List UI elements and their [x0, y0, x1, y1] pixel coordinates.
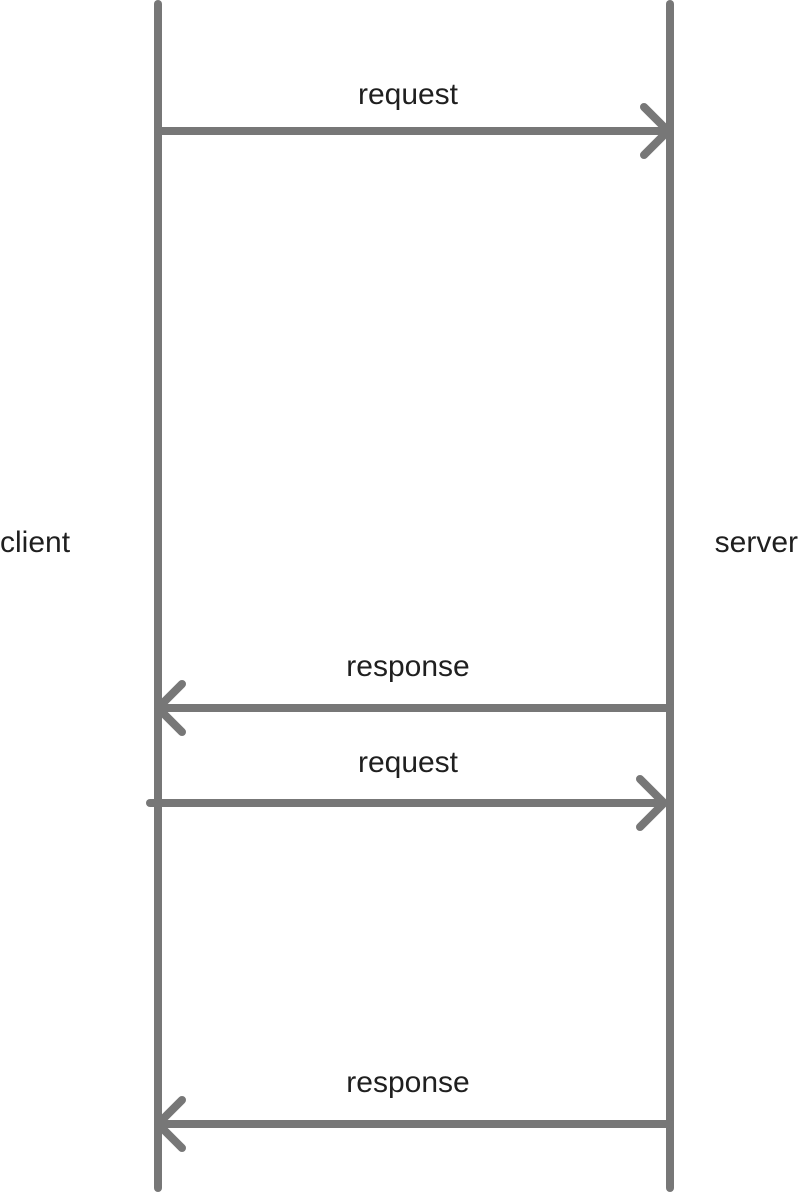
message-4-label: response — [346, 1066, 469, 1099]
message-3-label: request — [358, 746, 459, 779]
client-label: client — [0, 526, 71, 559]
message-4-arrowhead-icon — [154, 1096, 186, 1152]
message-1-label: request — [358, 78, 459, 111]
message-4: response — [154, 1066, 674, 1152]
message-2-arrowhead-icon — [154, 680, 186, 736]
message-2-label: response — [346, 650, 469, 683]
message-1-arrowhead-icon — [640, 103, 672, 159]
message-1: request — [154, 78, 672, 159]
server-label: server — [715, 526, 798, 559]
message-3-arrowhead-icon — [636, 775, 668, 831]
message-2: response — [154, 650, 674, 736]
message-3: request — [146, 746, 668, 831]
